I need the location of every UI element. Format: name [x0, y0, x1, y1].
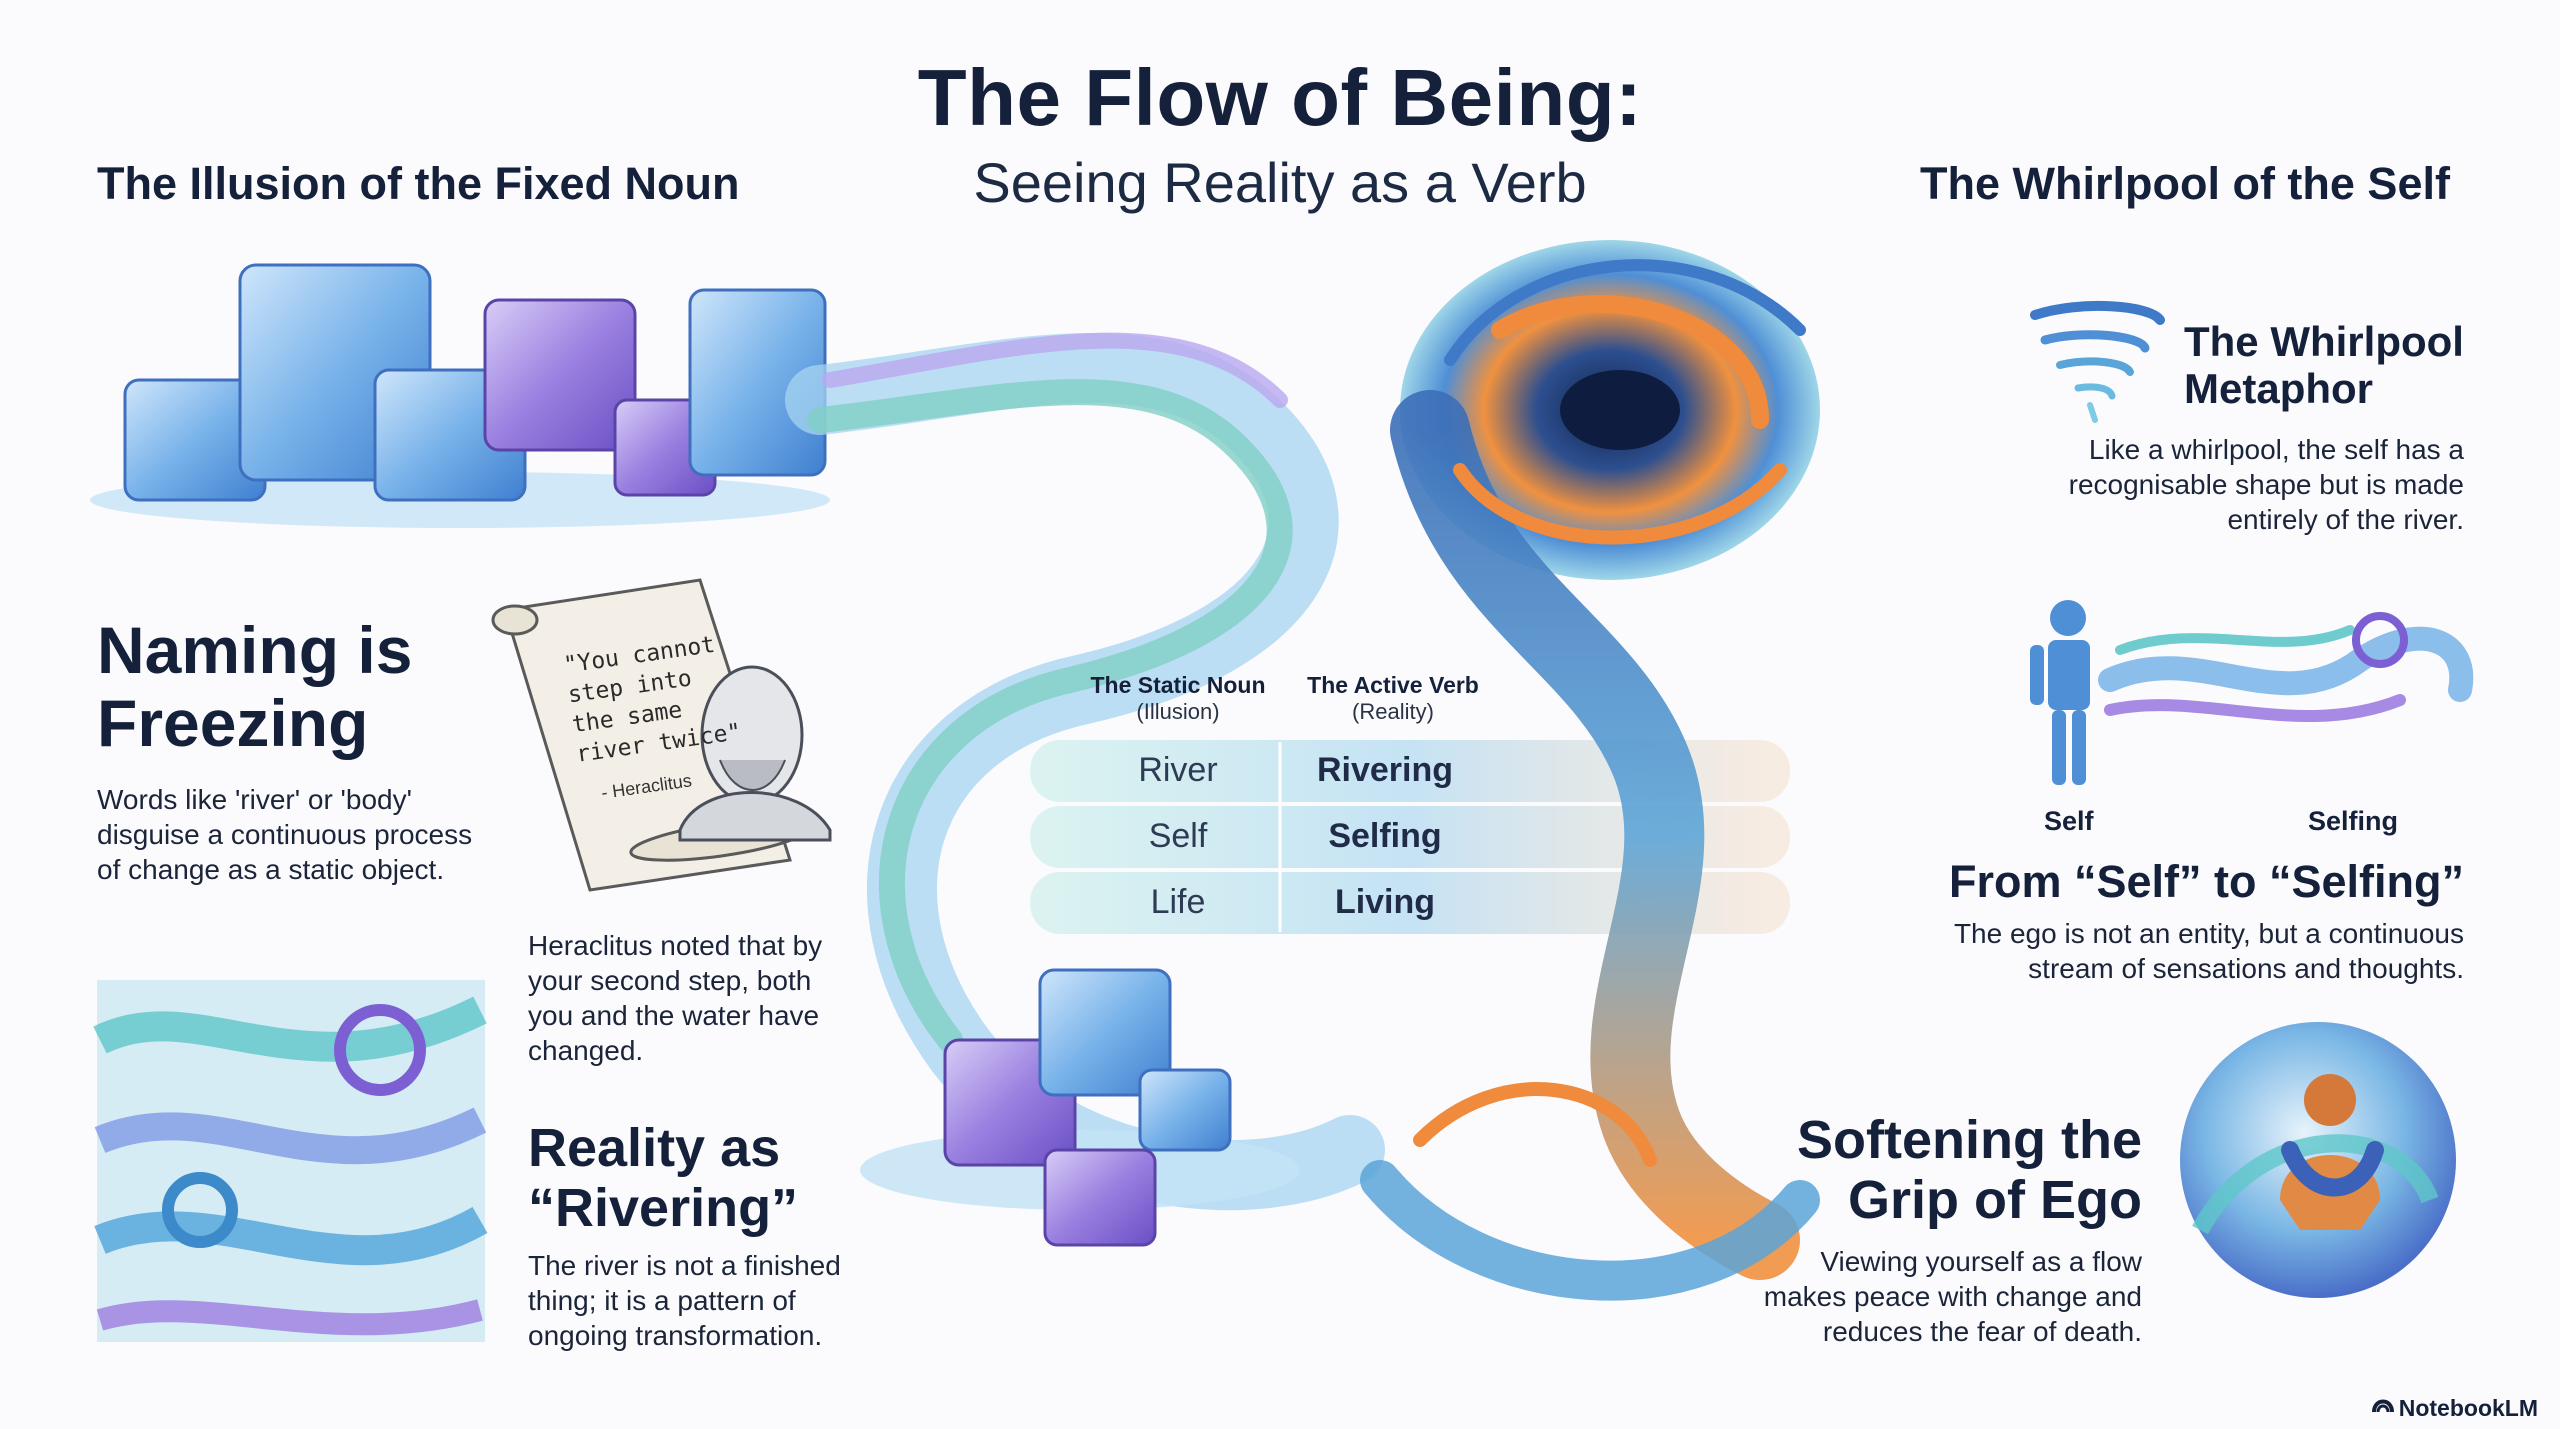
metaphor-body-line3: entirely of the river.	[2227, 504, 2464, 535]
selfing-heading: From “Self” to “Selfing”	[1948, 856, 2464, 907]
ego-body-line3: reduces the fear of death.	[1822, 1316, 2142, 1347]
naming-heading: Naming is Freezing	[97, 614, 412, 759]
notebooklm-brand: NotebookLM	[2398, 1395, 2538, 1421]
ego-body: Viewing yourself as a flow makes peace w…	[1764, 1244, 2142, 1349]
table-row-verb: Living	[1334, 883, 1436, 921]
reality-body-line3: ongoing transformation.	[528, 1320, 823, 1351]
ego-body-line1: Viewing yourself as a flow	[1820, 1246, 2142, 1277]
heraclitus-quote: "You cannot step into the same river twi…	[562, 629, 743, 771]
naming-heading-line1: Naming is	[97, 613, 413, 687]
metaphor-body-line2: recognisable shape but is made	[2068, 469, 2464, 500]
metaphor-heading-line1: The Whirlpool	[2184, 318, 2464, 365]
table-header-noun-sub: (Illusion)	[1136, 699, 1220, 724]
heraclitus-bust-icon	[678, 665, 832, 842]
right-section-title: The Whirlpool of the Self	[1920, 158, 2450, 209]
self-flow-stream	[2098, 612, 2474, 722]
naming-body-line1: Words like 'river' or 'body'	[97, 784, 412, 815]
naming-body: Words like 'river' or 'body' disguise a …	[97, 782, 472, 887]
selfing-body-line1: The ego is not an entity, but a continuo…	[1953, 918, 2464, 949]
table-header-verb-title: The Active Verb	[1307, 672, 1479, 698]
selfing-body: The ego is not an entity, but a continuo…	[1954, 916, 2464, 986]
table-row-noun: Life	[1150, 883, 1206, 921]
reality-heading-line1: Reality as	[528, 1118, 781, 1178]
metaphor-body: Like a whirlpool, the self has a recogni…	[2069, 432, 2464, 537]
heraclitus-body-line2: your second step, both	[528, 965, 812, 996]
reality-body: The river is not a finished thing; it is…	[528, 1248, 841, 1353]
table-row-noun: River	[1138, 751, 1218, 789]
whirlpool-small-icon	[2030, 300, 2165, 423]
table-header-noun: The Static Noun (Illusion)	[1078, 672, 1278, 725]
reality-heading-line2: “Rivering”	[528, 1178, 799, 1239]
swirl-pattern	[93, 980, 488, 1342]
metaphor-heading-line2: Metaphor	[2184, 365, 2373, 413]
heraclitus-body-line4: changed.	[528, 1035, 644, 1066]
ice-cube-icon	[90, 263, 830, 528]
reality-body-line1: The river is not a finished	[528, 1250, 841, 1281]
table-header-verb-sub: (Reality)	[1352, 699, 1434, 724]
reality-heading: Reality as “Rivering”	[528, 1118, 798, 1239]
reality-body-line2: thing; it is a pattern of	[528, 1285, 796, 1316]
melting-ice-cubes	[860, 968, 1300, 1247]
table-header-verb: The Active Verb (Reality)	[1283, 672, 1503, 725]
naming-body-line2: disguise a continuous process	[97, 819, 473, 850]
table-row-verb: Selfing	[1328, 817, 1442, 855]
person-icon	[2030, 600, 2090, 785]
heraclitus-body: Heraclitus noted that by your second ste…	[528, 928, 822, 1068]
left-section-title: The Illusion of the Fixed Noun	[97, 158, 740, 209]
ego-heading-line1: Softening the	[1797, 1110, 2142, 1170]
table-row-noun: Self	[1148, 817, 1208, 855]
naming-heading-line2: Freezing	[97, 685, 369, 760]
heraclitus-body-line3: you and the water have	[528, 1000, 820, 1031]
hug-icon	[2180, 1022, 2456, 1298]
metaphor-heading: The Whirlpool Metaphor	[2184, 318, 2464, 412]
ego-body-line2: makes peace with change and	[1763, 1281, 2142, 1312]
selfing-body-line2: stream of sensations and thoughts.	[2028, 953, 2464, 984]
table-row-verb: Rivering	[1316, 751, 1454, 789]
whirlpool-icon	[1360, 240, 1820, 1301]
naming-body-line3: of change as a static object.	[97, 854, 445, 885]
page-subtitle: Seeing Reality as a Verb	[973, 151, 1587, 214]
metaphor-body-line1: Like a whirlpool, the self has a	[2088, 434, 2464, 465]
notebooklm-logo-icon	[2372, 1399, 2394, 1413]
selfing-label: Selfing	[2308, 806, 2399, 836]
ego-heading-line2: Grip of Ego	[1848, 1170, 2142, 1231]
table-header-noun-title: The Static Noun	[1090, 672, 1266, 698]
table-bands	[1030, 740, 1790, 934]
heraclitus-body-line1: Heraclitus noted that by	[528, 930, 823, 961]
page-title: The Flow of Being:	[917, 53, 1643, 142]
self-label: Self	[2044, 806, 2094, 836]
ego-heading: Softening the Grip of Ego	[1797, 1110, 2142, 1231]
